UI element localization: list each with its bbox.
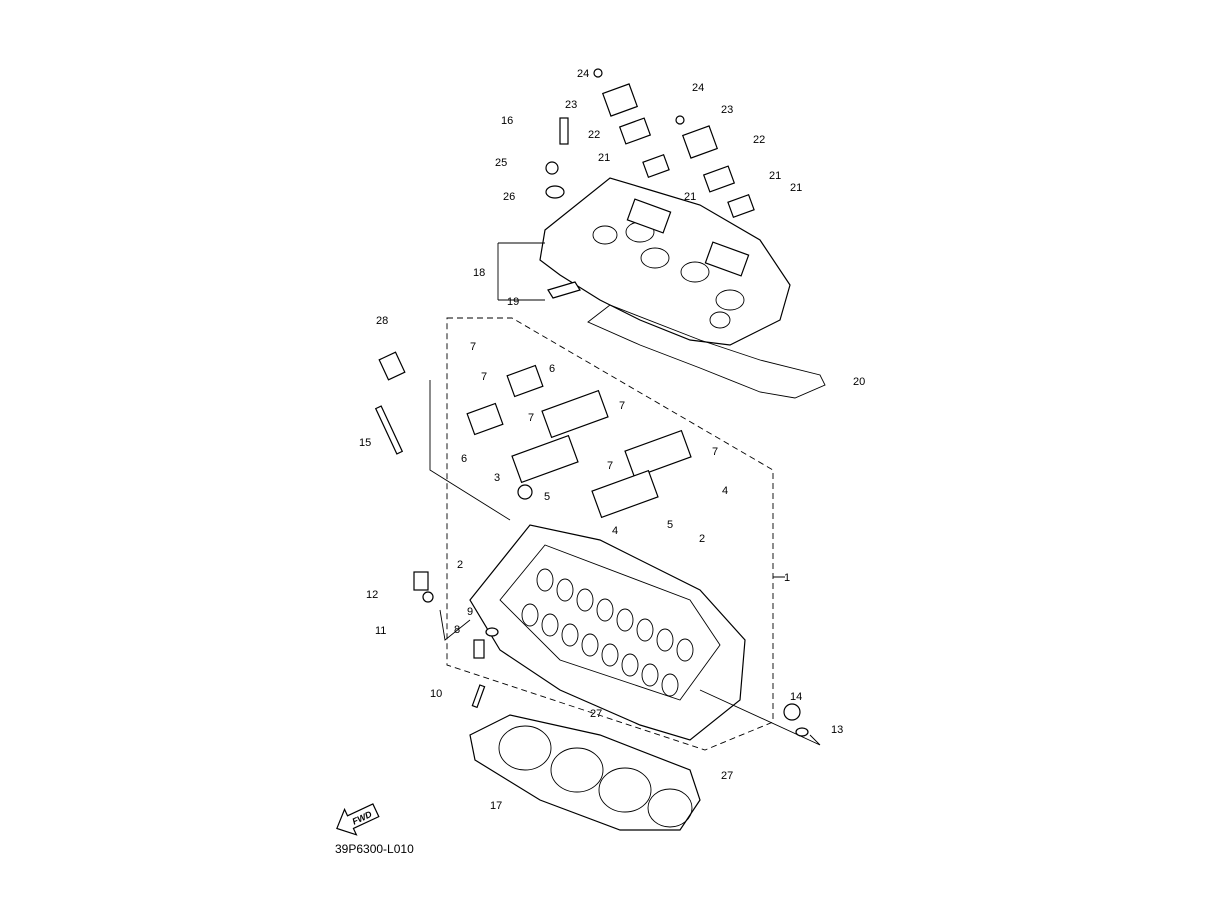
callout: 6 (461, 453, 467, 465)
callout: 23 (721, 104, 733, 116)
callout: 21 (684, 191, 696, 203)
callout: 6 (549, 363, 555, 375)
camshaft-caps (374, 351, 809, 737)
callout: 2 (457, 559, 463, 571)
callout: 24 (577, 68, 589, 80)
callout: 27 (590, 708, 602, 720)
callout: 5 (544, 491, 550, 503)
callout: 21 (769, 170, 781, 182)
valve-bore (621, 653, 639, 677)
callout: 25 (495, 157, 507, 169)
callout: 15 (359, 437, 371, 449)
callout: 26 (503, 191, 515, 203)
callout: 21 (598, 152, 610, 164)
valve-bore (536, 568, 554, 592)
callout: 13 (831, 724, 843, 736)
callout: 3 (494, 472, 500, 484)
valve-bore (556, 578, 574, 602)
callout: 27 (721, 770, 733, 782)
callout: 17 (490, 800, 502, 812)
callout: 10 (430, 688, 442, 700)
callout: 2 (699, 533, 705, 545)
valve-bore (661, 673, 679, 697)
callout-labels: 24 24 23 23 22 22 16 21 21 21 21 25 26 1… (359, 68, 865, 812)
callout: 23 (565, 99, 577, 111)
diagram-code: 39P6300-L010 (335, 842, 414, 856)
valve-bore (541, 613, 559, 637)
callout: 9 (467, 606, 473, 618)
valve-bore (636, 618, 654, 642)
cover-gasket (587, 304, 826, 399)
callout: 14 (790, 691, 802, 703)
callout: 19 (507, 296, 519, 308)
callout: 28 (376, 315, 388, 327)
valve-bore (521, 603, 539, 627)
callout: 16 (501, 115, 513, 127)
callout: 21 (790, 182, 802, 194)
callout: 7 (619, 400, 625, 412)
callout: 11 (375, 625, 386, 637)
leader-lines (429, 242, 821, 746)
valve-bore (616, 608, 634, 632)
callout: 7 (528, 412, 534, 424)
valve-bore (601, 643, 619, 667)
fwd-arrow-icon: FWD (336, 803, 380, 836)
valve-bore (676, 638, 694, 662)
callout: 8 (454, 624, 460, 636)
cylinder-head (469, 524, 746, 741)
callout: 24 (692, 82, 704, 94)
valve-bore (596, 598, 614, 622)
valve-bore (576, 588, 594, 612)
top-small-parts (545, 68, 755, 299)
assembly-outline (446, 317, 774, 751)
valve-bore (561, 623, 579, 647)
callout: 7 (712, 446, 718, 458)
head-gasket (469, 714, 701, 831)
callout: 4 (612, 525, 618, 537)
callout: 1 (784, 572, 790, 584)
callout: 5 (667, 519, 673, 531)
callout: 12 (366, 589, 378, 601)
callout: 7 (607, 460, 613, 472)
callout: 7 (470, 341, 476, 353)
callout: 22 (753, 134, 765, 146)
callout: 22 (588, 129, 600, 141)
valve-bore (641, 663, 659, 687)
callout: 20 (853, 376, 865, 388)
cylinder-head-cover (539, 177, 791, 346)
valve-bore (581, 633, 599, 657)
callout: 18 (473, 267, 485, 279)
valve-bore (656, 628, 674, 652)
callout: 7 (481, 371, 487, 383)
callout: 4 (722, 485, 728, 497)
